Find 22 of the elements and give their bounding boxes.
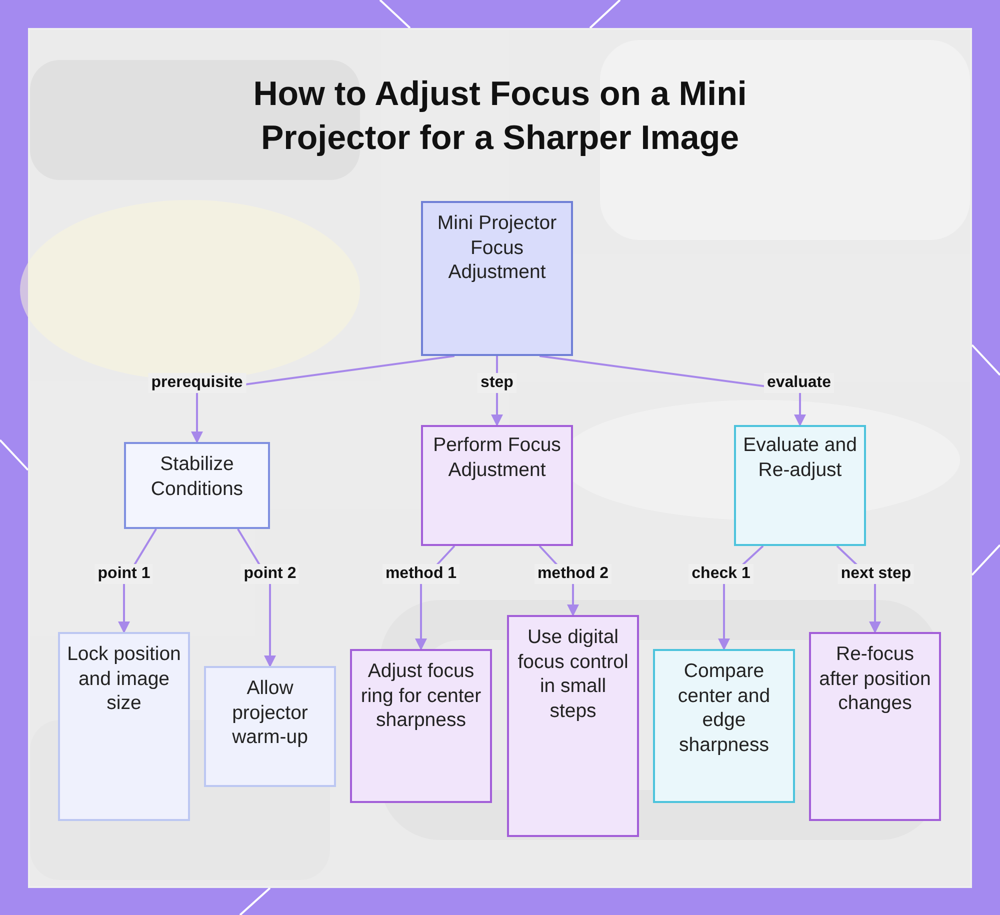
edge-label: prerequisite <box>148 373 246 393</box>
box-text: Mini Projector Focus Adjustment <box>436 211 558 284</box>
concept-box <box>204 666 336 787</box>
concept-box <box>124 442 270 529</box>
concept-box <box>507 615 639 837</box>
concept-box <box>421 425 573 546</box>
concept-box <box>421 201 573 356</box>
box-text: Re-focus after position changes <box>818 642 932 716</box>
concept-box <box>350 649 492 803</box>
box-text: Evaluate and Re-adjust <box>742 433 858 482</box>
box-text: Adjust focus ring for center sharpness <box>360 659 482 732</box>
box-text: Compare center and edge sharpness <box>676 659 772 757</box>
box-text: Use digital focus control in small steps <box>516 625 630 723</box>
box-text: Allow projector warm-up <box>231 676 309 750</box>
concept-box <box>653 649 795 803</box>
concept-box <box>809 632 941 821</box>
diagram-title: How to Adjust Focus on a Mini Projector for a Sharper Image <box>252 74 748 159</box>
concept-box <box>734 425 866 546</box>
box-text: Perform Focus Adjustment <box>432 433 562 482</box>
box-text: Stabilize Conditions <box>150 452 244 501</box>
concept-box <box>58 632 190 821</box>
box-text: Lock position and image size <box>66 642 182 716</box>
